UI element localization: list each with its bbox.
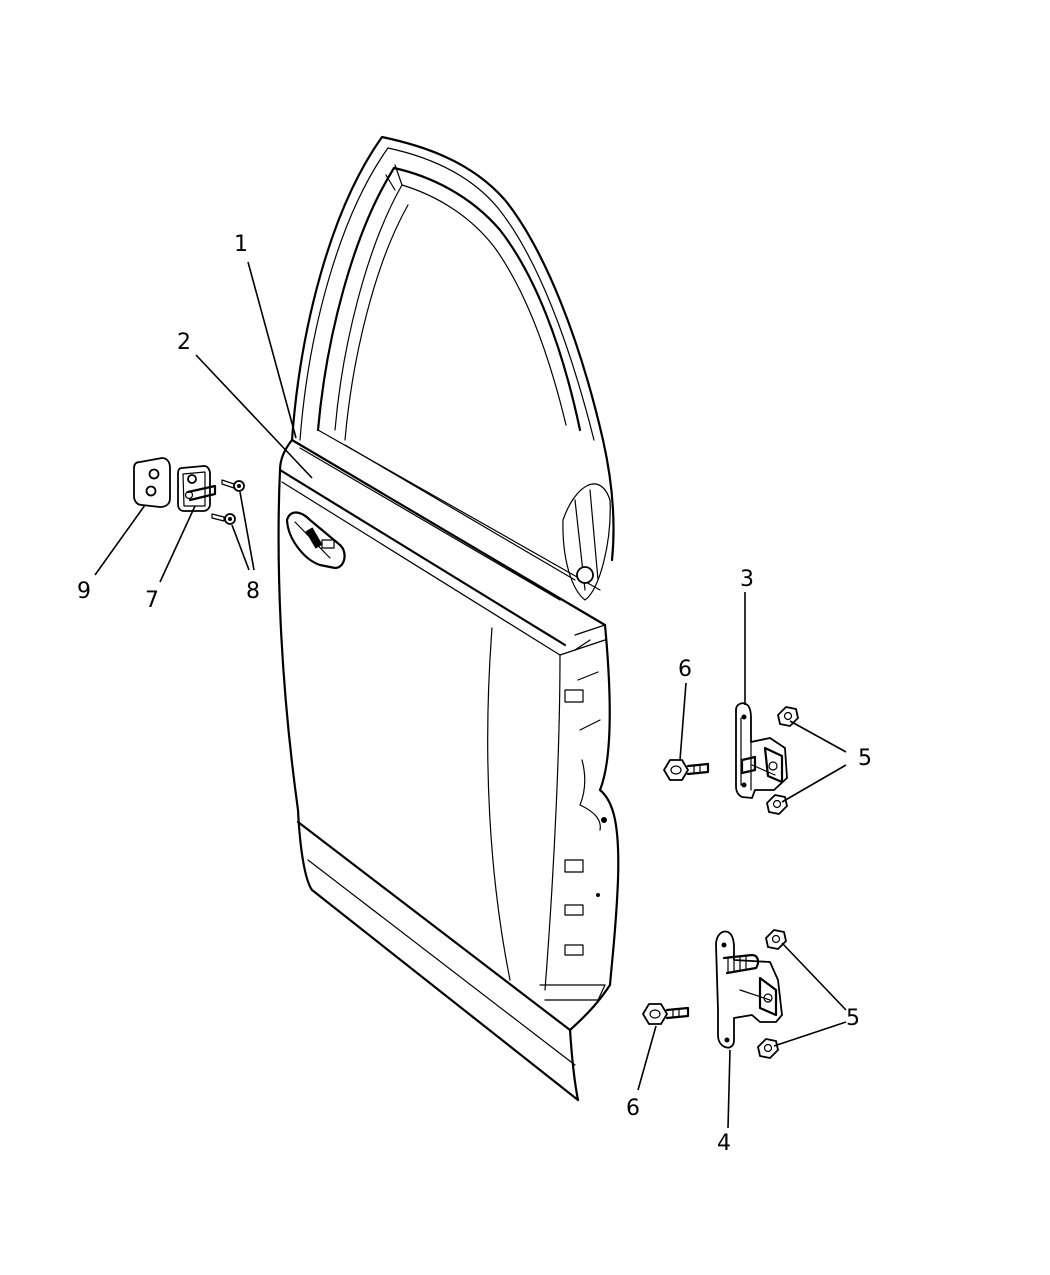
striker-screw-lower bbox=[211, 513, 236, 525]
hinge-bolt-lower bbox=[642, 1003, 690, 1025]
hinge-bolt-upper bbox=[663, 759, 710, 781]
door-handle bbox=[285, 511, 346, 570]
callout-9: 9 bbox=[77, 579, 91, 604]
striker-screw-upper bbox=[221, 479, 245, 492]
leader-lines bbox=[94, 261, 847, 1129]
hinge-nut-lower-1 bbox=[765, 929, 787, 950]
callout-3: 3 bbox=[740, 567, 754, 592]
hinge-nut-upper-1 bbox=[777, 706, 799, 727]
hinge-nut-upper-2 bbox=[766, 794, 788, 815]
door-striker bbox=[177, 465, 217, 512]
upper-door-hinge bbox=[735, 702, 788, 799]
leader-2 bbox=[195, 354, 313, 479]
callout-2: 2 bbox=[177, 330, 191, 355]
leader-1 bbox=[247, 261, 297, 439]
callout-4: 4 bbox=[717, 1131, 731, 1156]
hinge-nut-lower-2 bbox=[757, 1038, 779, 1059]
callout-8: 8 bbox=[246, 579, 260, 604]
front-door-shell bbox=[277, 135, 620, 1102]
leader-8a bbox=[239, 491, 255, 571]
callout-5-lower: 5 bbox=[846, 1006, 860, 1031]
leader-4 bbox=[727, 1049, 731, 1129]
leader-8b bbox=[231, 524, 250, 571]
leader-6a bbox=[679, 682, 687, 761]
callout-6-upper: 6 bbox=[678, 657, 692, 682]
callout-5-upper: 5 bbox=[858, 746, 872, 771]
leader-5a-2 bbox=[781, 764, 847, 803]
leader-9 bbox=[94, 504, 146, 576]
callout-1: 1 bbox=[234, 232, 248, 257]
callouts: 1 2 3 4 5 5 6 6 7 8 9 bbox=[77, 232, 872, 1156]
leader-5a-1 bbox=[789, 720, 847, 753]
leader-5b-2 bbox=[773, 1021, 847, 1047]
callout-7: 7 bbox=[145, 588, 159, 613]
leader-7 bbox=[159, 505, 196, 583]
striker-shim bbox=[133, 457, 171, 508]
callout-6-lower: 6 bbox=[626, 1096, 640, 1121]
leader-5b-1 bbox=[781, 942, 847, 1011]
lower-door-hinge bbox=[715, 930, 783, 1049]
leader-6b bbox=[637, 1025, 657, 1091]
